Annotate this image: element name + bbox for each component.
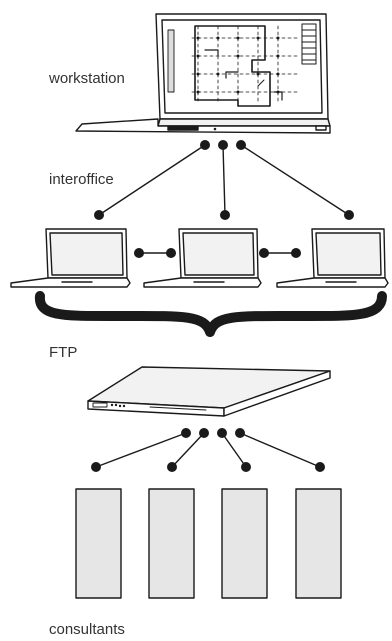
ftp-server-icon (87, 366, 331, 417)
port-dots-ftp (91, 428, 325, 472)
consultant-box-2 (148, 488, 195, 599)
interoffice-laptop-left-icon (10, 228, 131, 288)
label-ftp: FTP (49, 344, 78, 361)
connector-workstation-laptops (98, 144, 350, 216)
interoffice-laptop-middle-icon (143, 228, 262, 288)
port-dots-workstation (94, 140, 354, 220)
interoffice-laptop-right-icon (276, 228, 389, 288)
label-consultants: consultants (49, 621, 125, 638)
port-dots-laptops (134, 248, 301, 258)
label-interoffice: interoffice (49, 171, 114, 188)
connector-ftp-consultants (95, 432, 321, 468)
consultant-box-3 (221, 488, 268, 599)
workstation-laptop-icon (75, 13, 331, 134)
consultant-box-1 (75, 488, 122, 599)
consultant-box-4 (295, 488, 342, 599)
curly-brace-icon (34, 291, 387, 337)
label-workstation: workstation (49, 70, 125, 87)
